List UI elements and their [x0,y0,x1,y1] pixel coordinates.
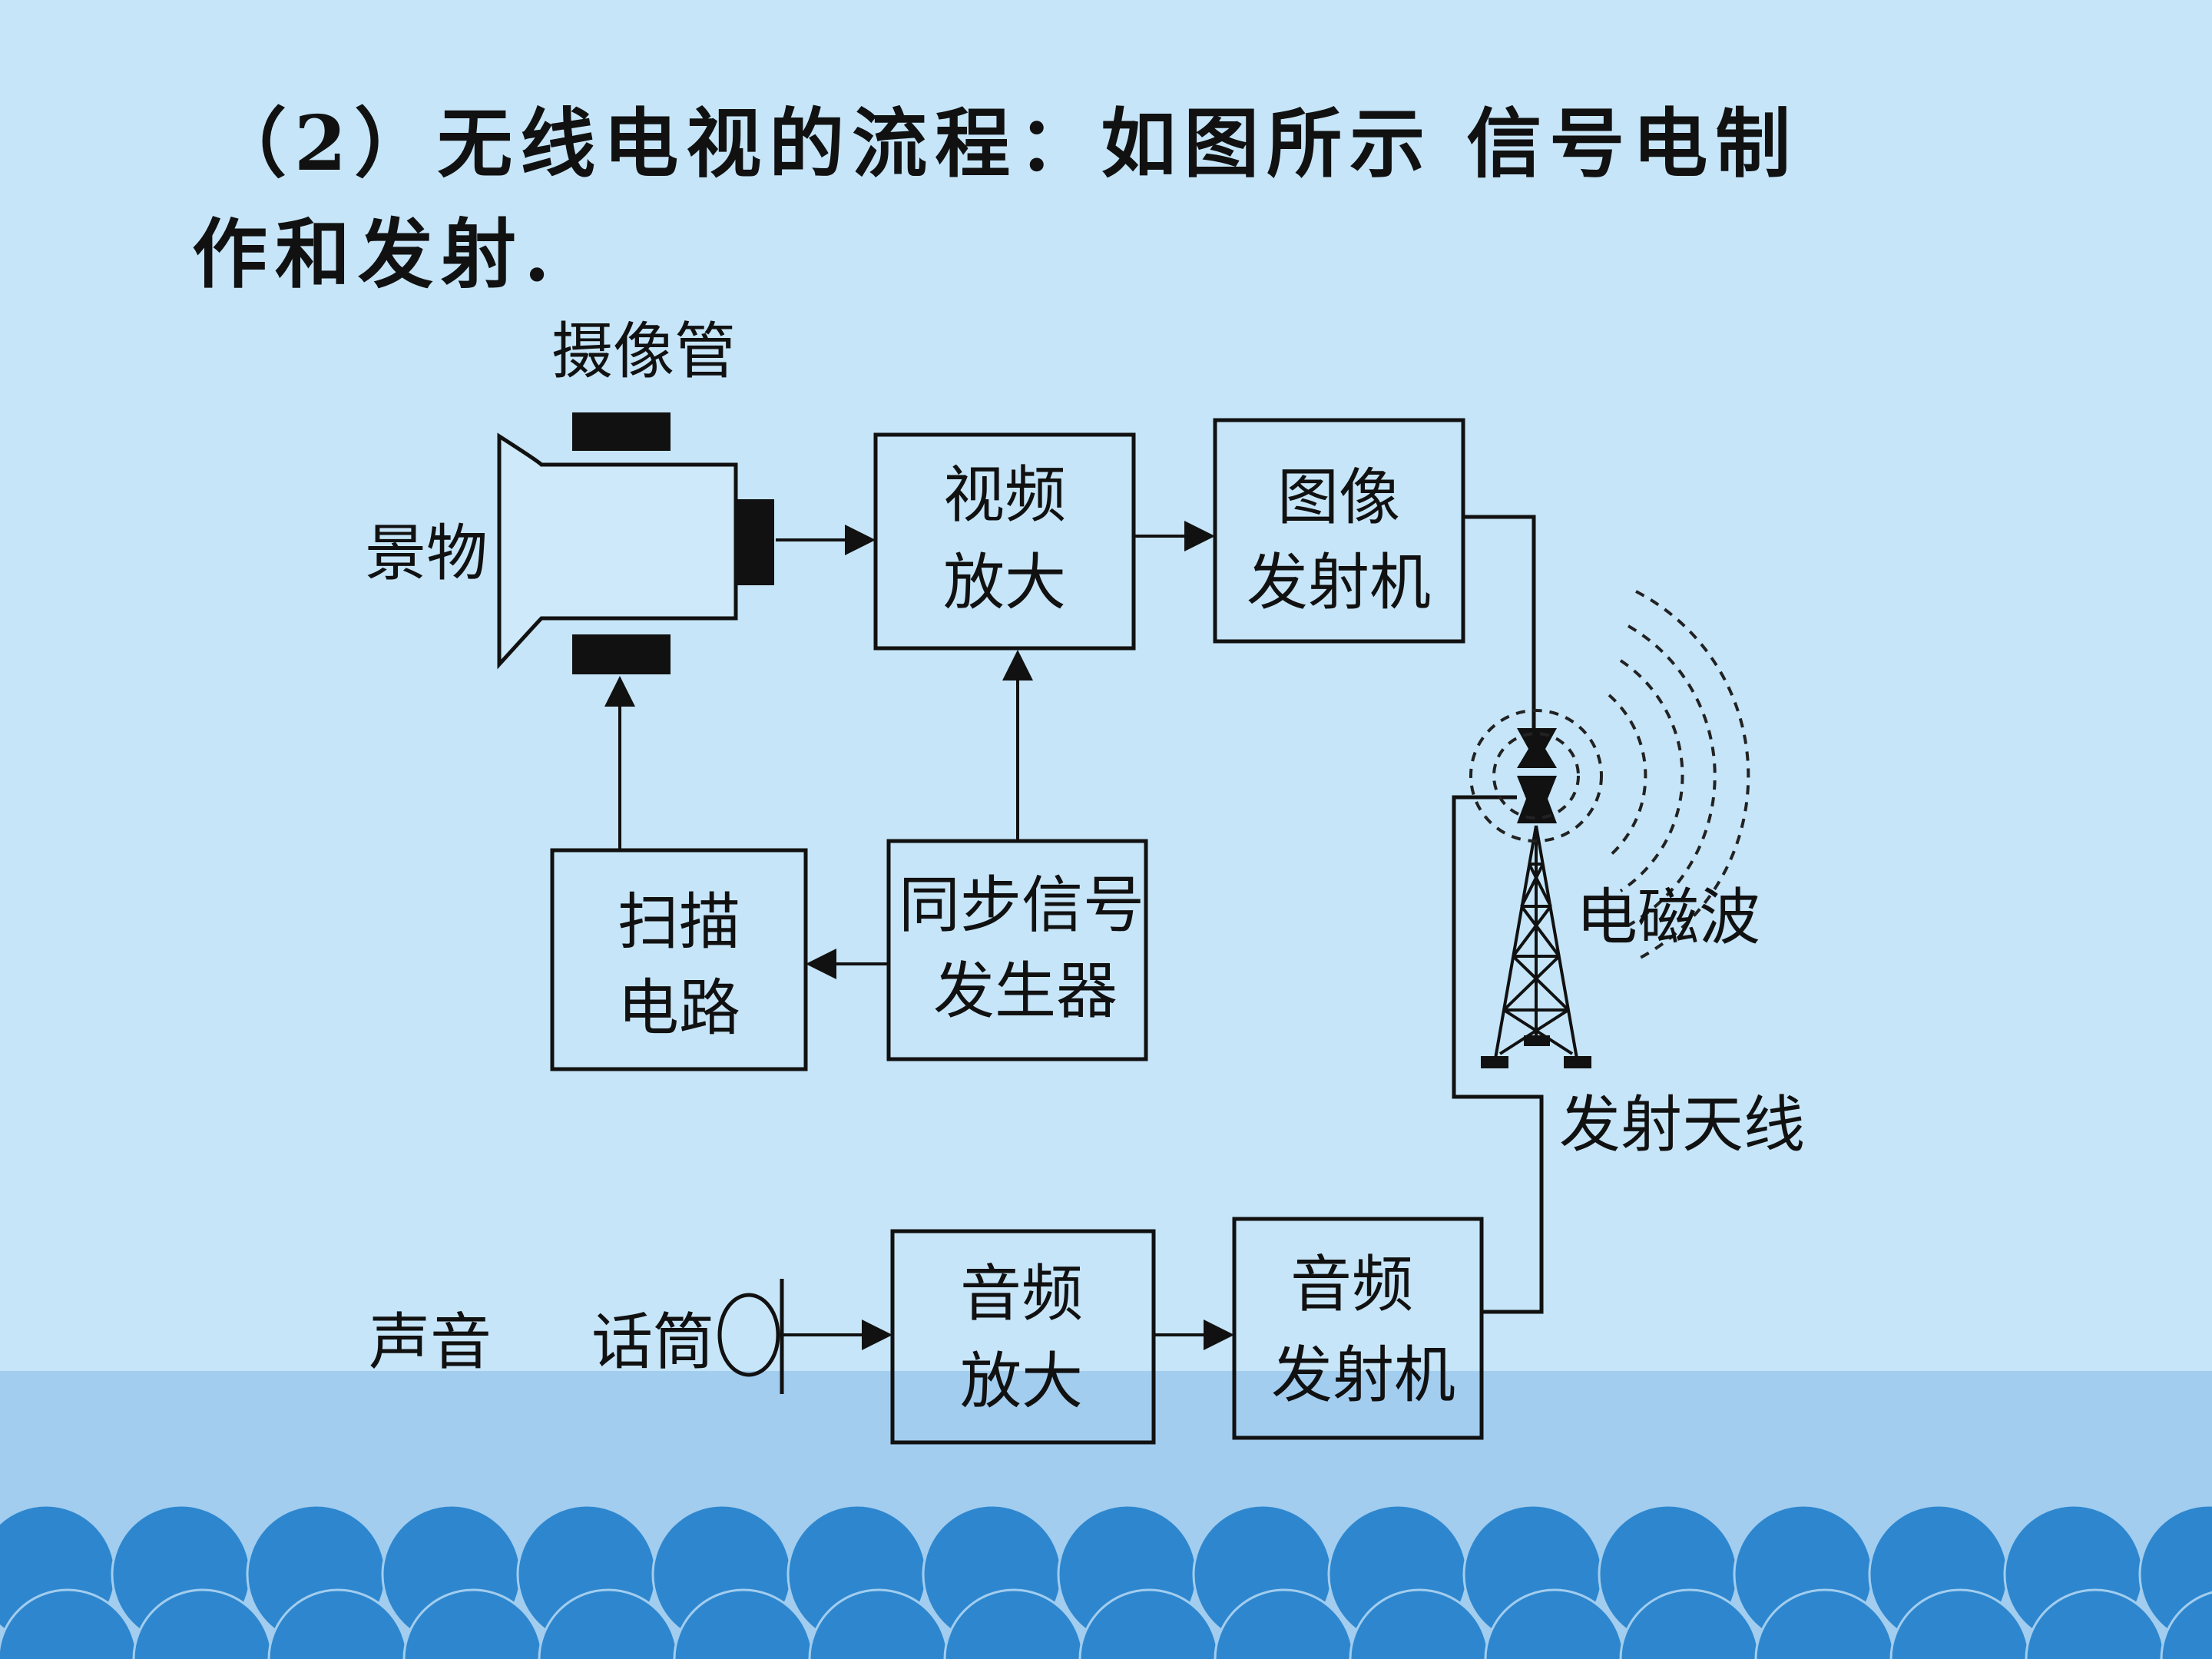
video-amp-label-1: 视频 [943,459,1066,531]
scan-circuit-label-1: 扫描 [618,886,740,958]
title-line-2: 作和发射. [192,210,558,299]
sound-label: 声音 [369,1306,492,1378]
decorative-waves [0,1504,2212,1659]
sync-gen-label-1: 同步信号 [899,869,1144,941]
image-tx-label-2: 发射机 [1247,547,1431,618]
wave-scallop [673,1588,814,1659]
scan-circuit-label-2: 电路 [618,972,740,1044]
wave-scallop [1484,1588,1625,1659]
scene-label: 景物 [365,518,488,589]
antenna-tower-icon [1481,728,1591,1068]
em-wave-icon [1469,590,1750,962]
microphone-label: 话筒 [591,1306,714,1378]
video-amp-label-2: 放大 [943,547,1066,618]
audio-amp-label-1: 音频 [960,1258,1083,1330]
wave-scallop [538,1588,679,1659]
wave-scallop [0,1588,138,1659]
wire-audio-tx-to-antenna [1452,795,1544,1314]
wave-scallop [132,1588,273,1659]
microphone-icon [717,1279,784,1394]
audio-tx-label-2: 发射机 [1271,1339,1455,1411]
wave-scallop [2160,1591,2212,1659]
camera-tube-icon [497,412,774,674]
wave-scallop [267,1588,409,1659]
wave-scallop [808,1588,949,1659]
wave-scallop [1078,1588,1220,1659]
sync-gen-label-2: 发生器 [933,955,1118,1027]
wave-scallop [1889,1588,2031,1659]
title-line-1: （2）无线电视的流程：如图所示 信号电制 [211,100,1799,188]
wave-scallop [2025,1588,2166,1659]
wire-image-tx-to-antenna [1463,515,1536,749]
scan-circuit-block: 扫描 电路 [550,848,808,1071]
image-transmitter-block: 图像 发射机 [1213,418,1465,644]
wave-scallop [1214,1588,1355,1659]
audio-tx-label-1: 音频 [1290,1249,1413,1320]
audio-amp-label-2: 放大 [960,1346,1083,1417]
sync-generator-block: 同步信号 发生器 [886,839,1148,1061]
wave-scallop [1754,1588,1896,1659]
antenna-label: 发射天线 [1559,1089,1805,1161]
wave-scallop [943,1588,1084,1659]
audio-amp-block: 音频 放大 [890,1229,1156,1445]
wave-scallop [1619,1588,1760,1659]
camera-tube-label: 摄像管 [551,316,736,387]
video-amp-block: 视频 放大 [873,432,1136,651]
audio-transmitter-block: 音频 发射机 [1232,1217,1484,1440]
image-tx-label-1: 图像 [1277,462,1400,533]
wave-scallop [402,1588,544,1659]
em-wave-label: 电磁波 [1576,882,1760,953]
wave-scallop [1349,1588,1490,1659]
